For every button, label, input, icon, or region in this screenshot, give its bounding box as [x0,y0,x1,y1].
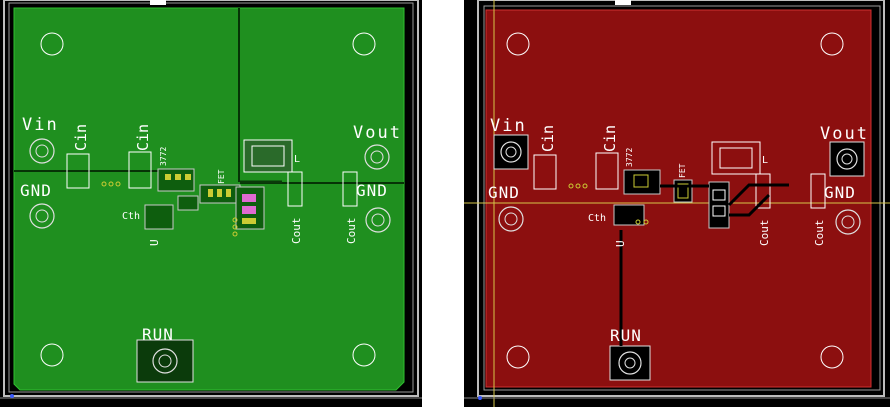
label-cout: Cout [813,220,826,247]
origin-marker [150,0,166,5]
pad-run[interactable] [136,339,194,383]
label-vout: Vout [820,124,869,144]
label-cin: Cin [539,125,557,152]
mounting-hole[interactable] [352,32,376,56]
cout-footprint[interactable] [810,173,826,209]
label-u: U [148,239,161,246]
inductor-footprint[interactable] [243,139,293,173]
pcb-canvas-top[interactable]: Vin GND Vout GND RUN Cin Cin Cout Cout 3… [464,0,890,407]
pad-vout[interactable] [364,144,390,170]
label-cin: Cin [72,124,90,151]
mounting-hole[interactable] [352,343,376,367]
label-cth: Cth [122,211,140,222]
label-gnd-right: GND [824,183,856,202]
pad-gnd-right[interactable] [365,207,391,233]
label-vin: Vin [22,115,59,135]
pcb-view-top-layer[interactable]: Vin GND Vout GND RUN Cin Cin Cout Cout 3… [464,0,890,407]
board-outline [477,0,885,397]
pad-vin[interactable] [493,134,529,170]
label-chip: 3772 [159,147,168,166]
label-inductor: L [294,154,300,165]
label-fet: FET [678,163,687,178]
label-fet: FET [217,169,226,184]
label-gnd-left: GND [20,181,52,200]
cout-footprint[interactable] [287,171,303,207]
label-cout: Cout [345,218,358,245]
board-outline [3,0,419,397]
via-row [568,183,649,225]
pcb-canvas-bottom[interactable]: Vin GND Vout GND RUN Cin Cin Cout Cout 3… [0,0,422,407]
label-cth: Cth [588,213,606,224]
label-cout: Cout [758,220,771,247]
pad-vout[interactable] [829,141,865,177]
board-edge [483,5,881,391]
label-gnd-left: GND [488,183,520,202]
pad-gnd-left[interactable] [29,203,55,229]
mounting-hole[interactable] [820,345,844,369]
label-run: RUN [610,326,642,345]
pad-vin[interactable] [29,138,55,164]
ic-region[interactable] [144,168,282,230]
mounting-hole[interactable] [506,345,530,369]
pcb-view-bottom-layer[interactable]: Vin GND Vout GND RUN Cin Cin Cout Cout 3… [0,0,422,407]
cout-footprint[interactable] [342,171,358,207]
mounting-hole[interactable] [506,32,530,56]
via-row [101,181,238,237]
cin-footprint[interactable] [595,152,619,190]
inductor-footprint[interactable] [711,141,761,175]
mounting-hole[interactable] [40,343,64,367]
pad-gnd-left[interactable] [498,206,524,232]
pad-run[interactable] [609,345,651,381]
label-vin: Vin [490,116,527,136]
label-u: U [614,240,627,247]
board-edge [8,2,414,393]
mounting-hole[interactable] [820,32,844,56]
inductor-body [719,147,753,169]
label-chip: 3772 [625,148,634,167]
origin-dot [478,396,482,400]
label-vout: Vout [353,123,402,143]
origin-marker [615,0,631,5]
label-gnd-right: GND [356,181,388,200]
mounting-hole[interactable] [40,32,64,56]
label-run: RUN [142,325,174,344]
label-cin: Cin [134,124,152,151]
inductor-body [251,145,285,167]
cin-footprint[interactable] [66,153,90,189]
pad-gnd-right[interactable] [835,209,861,235]
cin-footprint[interactable] [533,154,557,190]
cout-footprint[interactable] [755,173,771,209]
origin-dot [10,394,14,398]
label-inductor: L [762,155,768,166]
cin-footprint[interactable] [128,151,152,189]
label-cin: Cin [601,125,619,152]
label-cout: Cout [290,218,303,245]
